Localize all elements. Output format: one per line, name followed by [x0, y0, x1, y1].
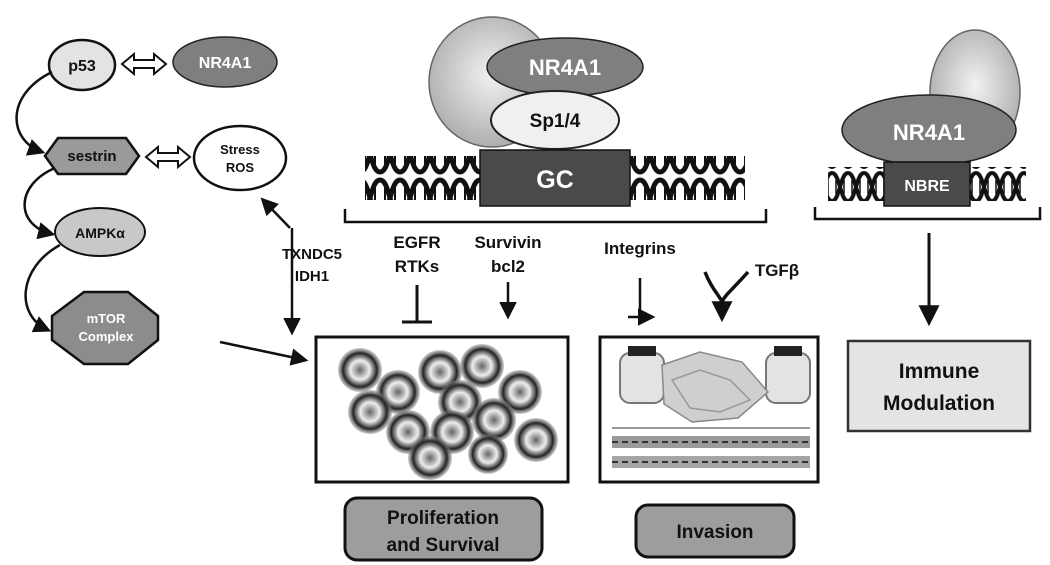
proliferation-line1: Proliferation — [387, 508, 499, 529]
sestrin-node — [43, 136, 141, 176]
complex-label: Complex — [79, 329, 135, 344]
nbre-nr4a1-label: NR4A1 — [893, 120, 965, 145]
txndc5-label: TXNDC5 — [282, 246, 342, 263]
dna-left-nbre — [828, 167, 884, 201]
invasion-label: Invasion — [676, 522, 753, 543]
gc-complex: NR4A1 Sp1/4 GC — [343, 16, 768, 224]
cell-cluster — [338, 344, 558, 480]
inhibit-egfr — [402, 285, 432, 324]
nr4a1-left-label: NR4A1 — [199, 55, 252, 72]
nr4a1-node-left — [172, 36, 278, 88]
gc-bracket — [343, 209, 768, 224]
arrow-sestrin-to-ampk — [23, 166, 56, 240]
proliferation-line2: and Survival — [387, 535, 500, 556]
proliferation-label-box: Proliferation and Survival — [343, 496, 544, 562]
targets: TXNDC5 IDH1 EGFR RTKs Survivin bcl2 Inte… — [260, 197, 799, 336]
idh1-label: IDH1 — [295, 268, 329, 285]
dna-right-nbre — [970, 167, 1026, 201]
double-arrow-sestrin — [144, 144, 192, 170]
gc-label: GC — [536, 166, 574, 194]
gc-nr4a1-label: NR4A1 — [529, 55, 601, 80]
immune-panel: Immune Modulation — [846, 339, 1032, 433]
mtor-complex-node — [50, 290, 160, 366]
nbre-box — [883, 161, 971, 207]
arrow-integrins — [628, 278, 652, 317]
immune-line1: Immune — [899, 360, 980, 383]
proliferation-panel — [314, 335, 570, 484]
dna-right-gc — [630, 156, 745, 200]
sp-label: Sp1/4 — [530, 111, 581, 132]
arrow-ampk-to-mtor — [24, 243, 61, 333]
invasion-label-box: Invasion — [634, 503, 796, 559]
arrow-p53-to-sestrin — [15, 70, 53, 156]
p53-node — [47, 38, 117, 92]
tgfb-receptor — [703, 270, 750, 308]
rtks-label: RTKs — [395, 257, 439, 276]
egfr-label: EGFR — [393, 233, 440, 252]
mtor-label: mTOR — [87, 311, 126, 326]
arrow-mtor-to-proliferation — [219, 340, 309, 366]
left-pathway: p53 NR4A1 sestrin Stress ROS AMPKα mTOR … — [15, 36, 309, 366]
stress-label: Stress — [220, 142, 260, 157]
immune-line2: Modulation — [883, 392, 995, 415]
arrow-txndc5-to-ros — [260, 197, 291, 229]
survivin-label: Survivin — [474, 233, 541, 252]
nbre-bracket — [813, 207, 1042, 221]
sestrin-label: sestrin — [67, 148, 116, 165]
gc-box — [479, 149, 631, 207]
double-arrow-p53 — [120, 51, 168, 77]
sp-node — [490, 90, 620, 150]
nbre-label: NBRE — [904, 178, 950, 195]
invasion-illustration — [612, 346, 811, 468]
ampk-label: AMPKα — [75, 225, 125, 241]
bcl2-label: bcl2 — [491, 257, 525, 276]
invasion-panel — [598, 335, 820, 484]
integrins-label: Integrins — [604, 239, 676, 258]
tgfb-label: TGFβ — [755, 261, 799, 280]
ros-label: ROS — [226, 160, 255, 175]
dna-left-gc — [365, 156, 480, 200]
nbre-complex: NR4A1 NBRE — [813, 29, 1042, 327]
p53-label: p53 — [68, 58, 96, 75]
stress-ros-node — [192, 124, 288, 192]
